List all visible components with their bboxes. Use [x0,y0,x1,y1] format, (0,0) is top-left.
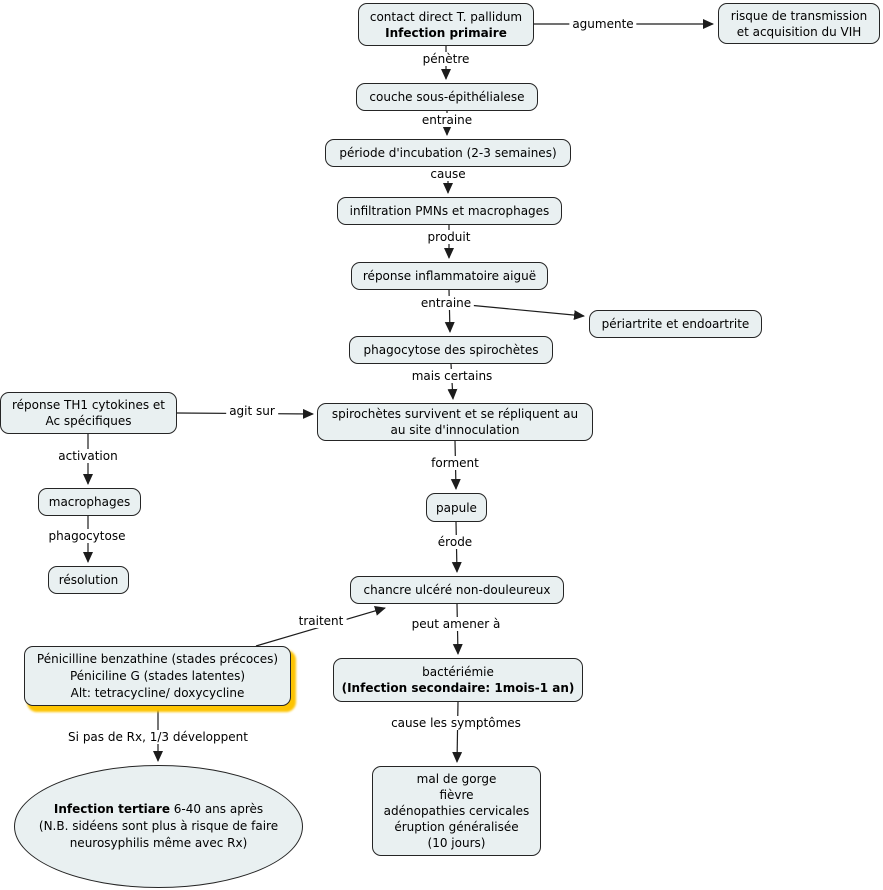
node-contact-infection-primaire[interactable]: contact direct T. pallidum Infection pri… [358,3,534,46]
node-text: spirochètes survivent et se répliquent a… [331,407,579,421]
node-text: (10 jours) [427,836,486,850]
node-text: Ac spécifiques [45,414,132,428]
node-periartrite-endoartrite[interactable]: périartrite et endoartrite [589,310,762,338]
node-papule[interactable]: papule [426,493,487,522]
edge-label-mais-certains[interactable]: mais certains [408,369,496,383]
edge-label-cause[interactable]: cause [427,167,469,181]
node-text: mal de gorge [416,772,497,786]
edge-label-produit[interactable]: produit [424,230,474,244]
node-reponse-th1[interactable]: réponse TH1 cytokines et Ac spécifiques [0,392,177,434]
node-infiltration-pmns[interactable]: infiltration PMNs et macrophages [337,197,562,225]
node-text: résolution [58,573,119,587]
node-periode-incubation[interactable]: période d'incubation (2-3 semaines) [325,139,571,167]
node-text: au site d'innoculation [390,423,520,437]
node-spirochetes-survivent[interactable]: spirochètes survivent et se répliquent a… [317,403,593,441]
node-penicilline-traitement[interactable]: Pénicilline benzathine (stades précoces)… [24,646,291,706]
node-text: 6-40 ans après [169,802,264,816]
node-text: Infection tertiare 6-40 ans après [54,801,263,818]
node-text: risque de transmission [730,8,868,23]
node-text: Péniciline G (stades latentes) [69,668,246,683]
edge-label-forment[interactable]: forment [428,456,482,470]
node-text: macrophages [48,495,131,509]
node-text: (Infection secondaire: 1mois-1 an) [341,681,575,695]
node-symptomes-secondaires[interactable]: mal de gorge fièvre adénopathies cervica… [372,766,541,856]
edge-label-entraine-1[interactable]: entraine [418,113,476,127]
edge-label-si-pas-de-rx[interactable]: Si pas de Rx, 1/3 développent [65,730,251,744]
node-text: Infection primaire [385,25,507,40]
node-text: adénopathies cervicales [383,804,530,818]
edge-label-activation[interactable]: activation [55,449,121,463]
edge-label-cause-symptomes[interactable]: cause les symptômes [388,716,524,730]
edge-label-entraine-2[interactable]: entraine [417,296,475,310]
node-text: couche sous-épithélialese [369,90,525,104]
edge-label-penetre[interactable]: pénètre [419,52,473,66]
node-text: contact direct T. pallidum [369,9,523,24]
node-text: Alt: tetracycline/ doxycycline [70,685,245,700]
node-text: éruption généralisée [394,820,519,834]
edge-label-erode[interactable]: érode [434,535,476,549]
node-text: et acquisition du VIH [736,24,862,39]
edge-label-traitent[interactable]: traitent [295,614,347,628]
node-macrophages[interactable]: macrophages [38,488,141,516]
node-chancre-ulcere[interactable]: chancre ulcéré non-douleureux [350,576,564,604]
node-risque-vih[interactable]: risque de transmission et acquisition du… [718,3,880,44]
node-bacteriemie-secondaire[interactable]: bactériémie (Infection secondaire: 1mois… [333,658,583,702]
edge-label-agit-sur[interactable]: agit sur [226,404,278,418]
edge-label-peut-amener[interactable]: peut amener à [408,617,504,631]
edge-label-agumente[interactable]: agumente [569,17,637,31]
node-infection-tertiaire[interactable]: Infection tertiare 6-40 ans après (N.B. … [14,765,303,888]
node-text: Pénicilline benzathine (stades précoces) [36,651,279,666]
node-resolution[interactable]: résolution [48,566,129,594]
node-text: période d'incubation (2-3 semaines) [339,146,557,160]
node-text: fièvre [439,788,474,802]
node-text: réponse TH1 cytokines et [11,398,166,412]
node-reponse-inflammatoire[interactable]: réponse inflammatoire aiguë [351,262,548,290]
node-text: réponse inflammatoire aiguë [362,269,537,283]
node-text: bactériémie [422,665,494,679]
node-couche-sous-epitheliale[interactable]: couche sous-épithélialese [356,83,538,111]
node-text: phagocytose des spirochètes [363,343,539,357]
node-text-bold: Infection tertiare [53,802,170,816]
node-text: neurosyphilis même avec Rx) [69,836,248,850]
node-text: (N.B. sidéens sont plus à risque de fair… [38,819,279,833]
edge-label-phagocytose[interactable]: phagocytose [45,529,129,543]
node-text: chancre ulcéré non-douleureux [363,583,551,597]
node-text: papule [436,500,477,515]
node-phagocytose-spirochetes[interactable]: phagocytose des spirochètes [349,336,553,364]
node-text: infiltration PMNs et macrophages [349,204,550,218]
node-text: périartrite et endoartrite [601,317,750,331]
